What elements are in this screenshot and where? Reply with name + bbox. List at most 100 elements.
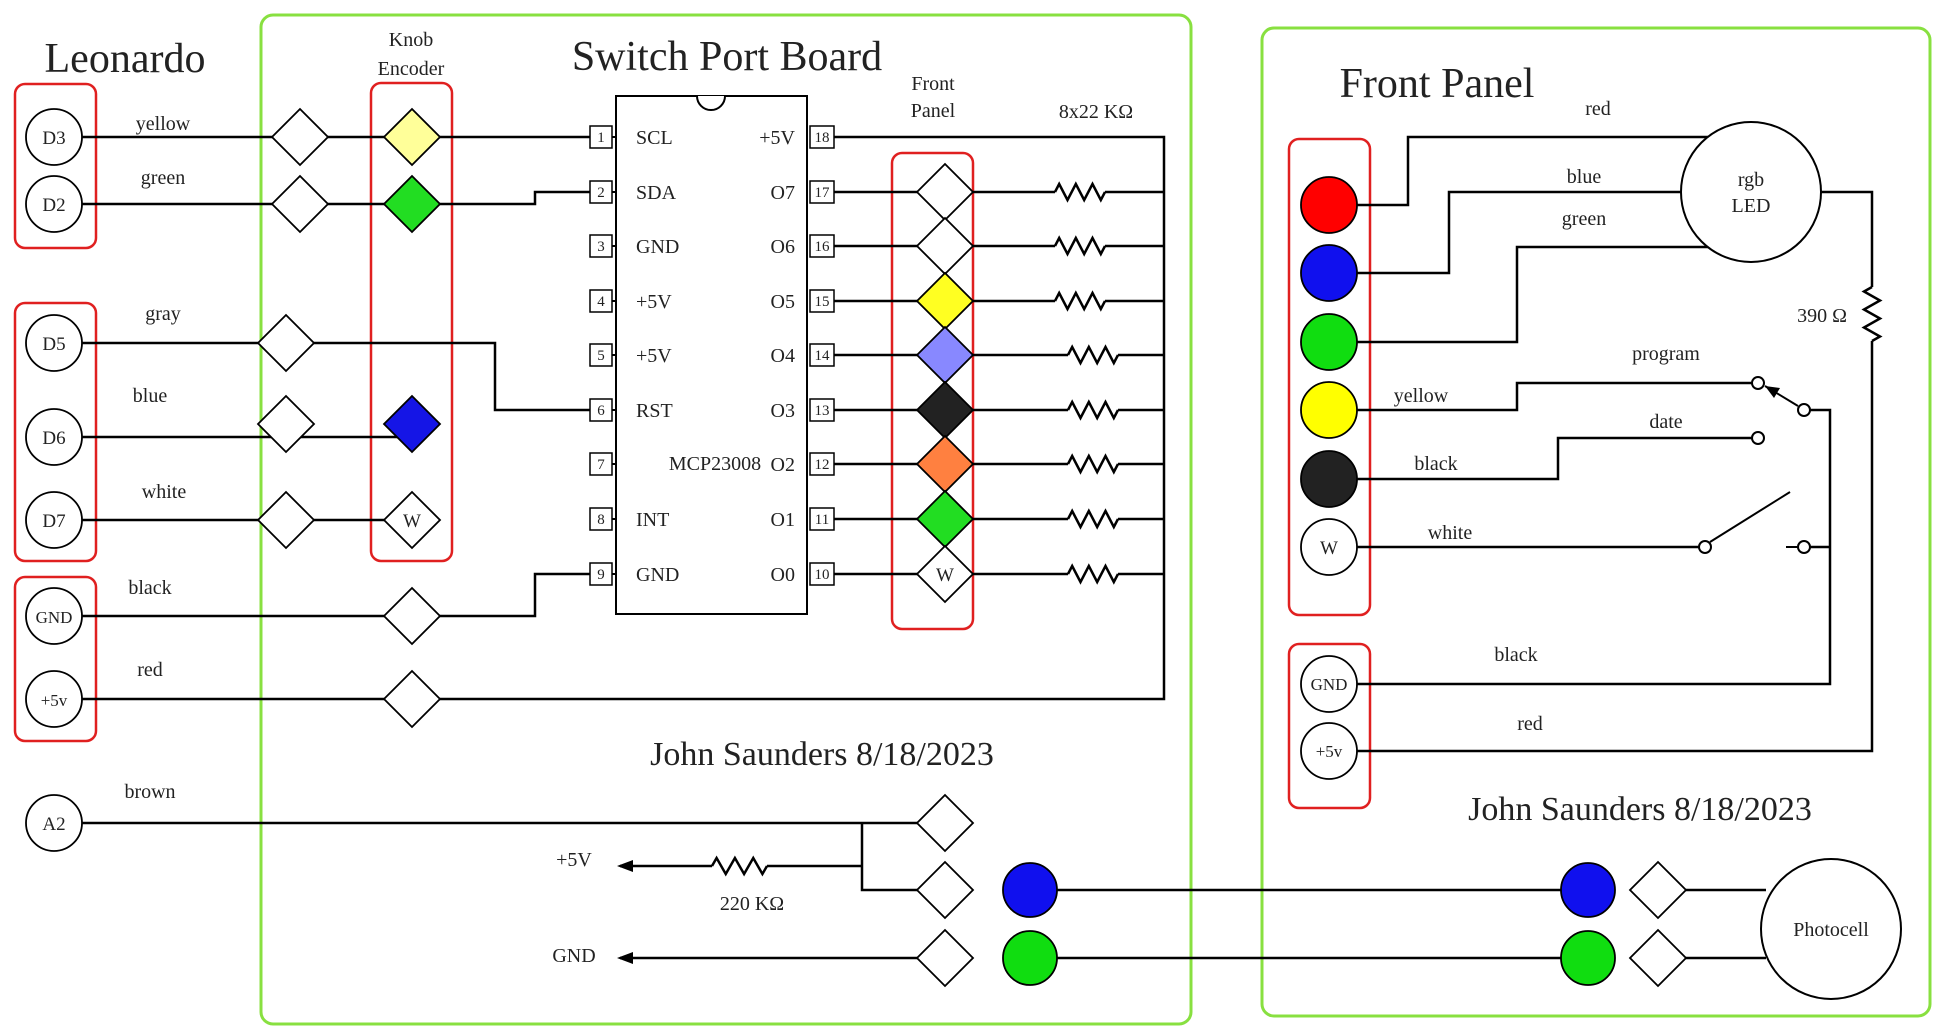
chip-left-pin-name: RST xyxy=(636,400,673,422)
panel-wire-label-white: white xyxy=(1428,522,1473,544)
leonardo-pin-gnd xyxy=(25,587,83,645)
chip-right-pin-number: 13 xyxy=(815,403,830,419)
chip-left-pin-name: SCL xyxy=(636,127,673,149)
chip-right-pin-box xyxy=(809,289,835,313)
panel-button-2 xyxy=(1300,313,1358,371)
wire-red-plus5 xyxy=(82,135,1166,701)
chip-left-pin-number: 5 xyxy=(597,348,605,364)
chip-left-pin-number: 1 xyxy=(597,130,605,146)
chip-right-pin-number: 14 xyxy=(815,348,831,364)
chip-left-pin-number: 4 xyxy=(597,294,605,310)
chip-right-pin-name: O2 xyxy=(771,454,795,476)
chip-left-pin-name: +5V xyxy=(636,291,672,313)
leonardo-encoder-group xyxy=(13,301,98,563)
panel-connector-photocell-b xyxy=(1628,928,1688,988)
panel-label-program: program xyxy=(1632,343,1700,365)
panel-wire-plus5 xyxy=(1357,341,1874,753)
chip-right-pin-number: 12 xyxy=(815,457,830,473)
connector-d3 xyxy=(270,107,330,167)
chip-left-pin-name: GND xyxy=(636,236,679,258)
knob-connector-white-label: W xyxy=(403,511,421,532)
wire-label-black: black xyxy=(128,577,171,599)
knob-connector-yellow xyxy=(382,107,442,167)
connector-photocell-b xyxy=(915,928,975,988)
front-connector-o2 xyxy=(915,434,975,494)
front-connector-o0-label: W xyxy=(936,565,954,586)
resistor-22k xyxy=(1066,508,1120,530)
resistor-22k xyxy=(1066,563,1120,585)
panel-button-w-label: W xyxy=(1320,538,1338,559)
front-panel-connector-group xyxy=(890,151,975,631)
front-connector-o4 xyxy=(915,325,975,385)
leonardo-pin-d3 xyxy=(25,108,83,166)
panel-wire-label-plus5-red: red xyxy=(1517,713,1543,735)
front-connector-o7 xyxy=(915,162,975,222)
panel-buttons-group xyxy=(1287,137,1372,617)
knob-encoder-group xyxy=(369,81,454,563)
leonardo-pin-label: A2 xyxy=(42,814,65,835)
switch-contact-date xyxy=(1751,431,1765,445)
leonardo-pin-label: D5 xyxy=(42,334,65,355)
photocell-label: Photocell xyxy=(1793,919,1869,941)
knob-encoder-label-line2: Encoder xyxy=(378,58,445,80)
panel-button-0 xyxy=(1300,176,1358,234)
connector-d2 xyxy=(270,174,330,234)
panel-power-pin xyxy=(1300,655,1358,713)
panel-wire-label-yellow: yellow xyxy=(1394,385,1449,407)
leonardo-pin-label: D3 xyxy=(42,128,65,149)
chip-right-pin-number: 11 xyxy=(815,512,829,528)
resistor-22k xyxy=(1053,290,1107,312)
chip-right-pin-name: O5 xyxy=(771,291,795,313)
leonardo-pin-a2 xyxy=(25,794,83,852)
chip-right-pin-box xyxy=(809,125,835,149)
panel-label-date: date xyxy=(1649,411,1682,433)
front-connector-o6 xyxy=(915,216,975,276)
panel-wire-red xyxy=(1357,135,1715,207)
resistor-22k xyxy=(1066,399,1120,421)
leonardo-pin-plus5v xyxy=(25,670,83,728)
pushbutton-contact-left xyxy=(1698,540,1712,554)
chip-right-pin-number: 17 xyxy=(815,185,831,201)
panel-wire-green xyxy=(1357,245,1715,344)
leonardo-pin-label: D7 xyxy=(42,511,65,532)
chip-right-pin-number: 18 xyxy=(815,130,830,146)
chip-left-pin-number: 8 xyxy=(597,512,605,528)
wire-label-blue: blue xyxy=(133,385,168,407)
wire-label-gray: gray xyxy=(145,303,181,325)
resistor-390 xyxy=(1861,285,1883,343)
knob-connector-white xyxy=(382,490,442,550)
panel-button-3 xyxy=(1300,381,1358,439)
signature-right: John Saunders 8/18/2023 xyxy=(1468,791,1812,828)
chip-notch xyxy=(696,95,726,111)
panel-wire-label-red: red xyxy=(1585,98,1611,120)
wires-layer xyxy=(82,135,1883,964)
chip-right-pin-name: O4 xyxy=(771,345,795,367)
resistor-22k xyxy=(1053,235,1107,257)
chip-left-pin-name: +5V xyxy=(636,345,672,367)
link-dot-blue-left xyxy=(1002,862,1058,918)
knob-encoder-label-line1: Knob xyxy=(389,29,433,51)
front-connector-o3 xyxy=(915,380,975,440)
leonardo-pin-d5 xyxy=(25,314,83,372)
chip-right-pin-box xyxy=(809,343,835,367)
panel-wire-label-black: black xyxy=(1414,453,1457,475)
switch-contact-program xyxy=(1751,376,1765,390)
panel-power-pin xyxy=(1300,722,1358,780)
chip-left-pin-number: 9 xyxy=(597,567,605,583)
panel-button-5 xyxy=(1300,518,1358,576)
rgb-led-label-line1: rgb xyxy=(1738,169,1764,191)
wire-black-gnd xyxy=(82,572,590,618)
knob-connector-green xyxy=(382,174,442,234)
front-connector-o0 xyxy=(915,544,975,604)
chip-right-pin-box xyxy=(809,234,835,258)
chip-right-pin-number: 10 xyxy=(815,567,830,583)
wire-label-red: red xyxy=(137,659,163,681)
switch-lever-arrow xyxy=(1765,386,1780,398)
chip-left-pin-name: INT xyxy=(636,509,669,531)
front-panel-header-line2: Panel xyxy=(911,100,956,122)
resistor-22k xyxy=(1066,344,1120,366)
